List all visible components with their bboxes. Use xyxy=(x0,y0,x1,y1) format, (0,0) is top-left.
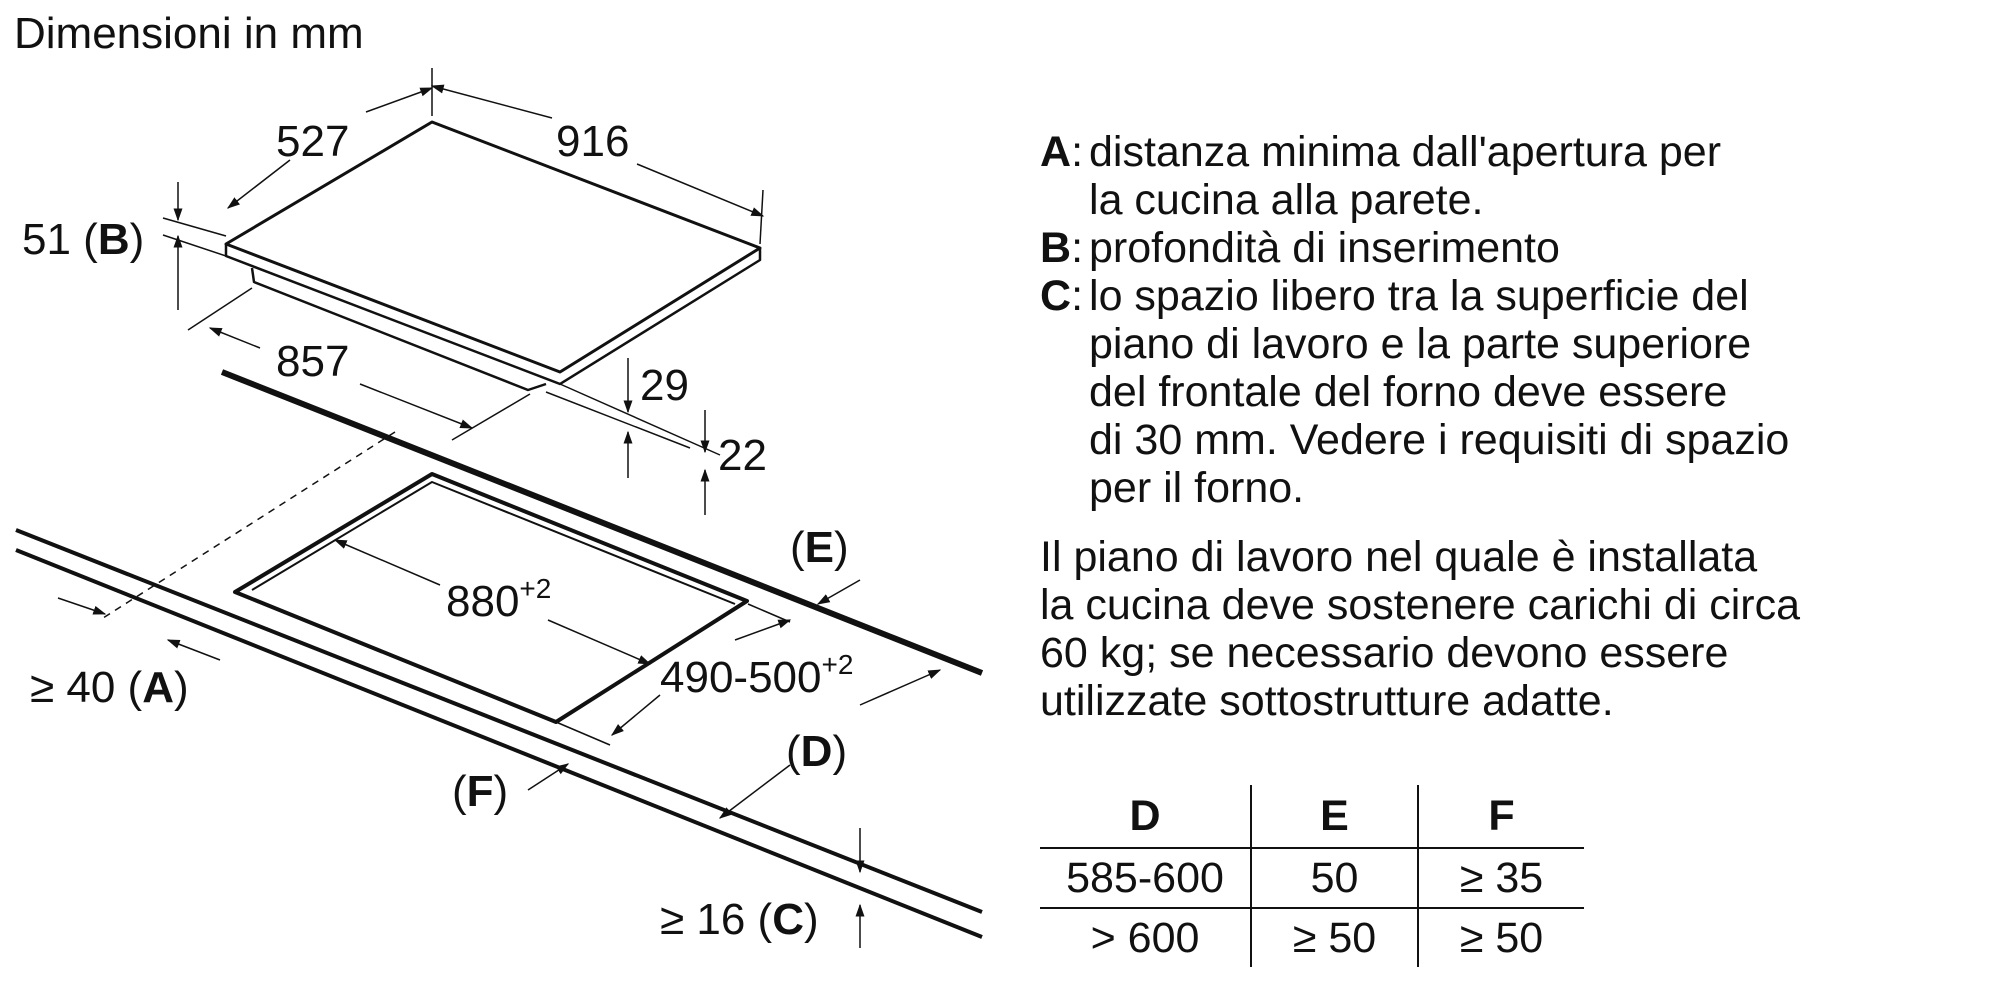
dim-490-tolerance: +2 xyxy=(821,649,853,680)
table-cell: 585-600 xyxy=(1040,848,1252,909)
dim-51-key: B xyxy=(98,215,130,264)
legend-text: per il forno. xyxy=(1089,464,1305,512)
legend-item-b: B: profondità di inserimento xyxy=(1040,224,1560,272)
dim-16-label: ≥ 16 (C) xyxy=(660,895,819,944)
dim-e-key: E xyxy=(805,523,834,572)
clearance-table: D E F 585-600 50 ≥ 35 > 600 ≥ 50 ≥ 50 xyxy=(1040,785,1584,967)
dim-d-label: (D) xyxy=(786,727,847,776)
legend-text: profondità di inserimento xyxy=(1089,224,1560,272)
dim-51-value: 51 xyxy=(22,215,71,264)
ext-line xyxy=(545,391,691,449)
dim-40-key: A xyxy=(142,663,174,712)
dim-490-arrow xyxy=(734,619,792,641)
table-cell: ≥ 50 xyxy=(1251,908,1419,967)
dim-857-arrow xyxy=(359,383,474,429)
dim-880-tolerance: +2 xyxy=(519,573,551,604)
dim-490-label: 490-500+2 xyxy=(660,649,853,702)
table-header: D xyxy=(1040,785,1252,849)
legend-text: piano di lavoro e la parte superiore xyxy=(1089,320,1752,368)
dim-f-arrow xyxy=(527,763,570,791)
cutout-inner-shadow xyxy=(251,481,736,605)
ext-line xyxy=(187,287,253,331)
legend-text: la cucina alla parete. xyxy=(1089,176,1484,224)
dim-916-arrow xyxy=(430,84,553,119)
table-cell: 50 xyxy=(1251,848,1419,909)
table-cell: ≥ 35 xyxy=(1418,848,1584,909)
note-line: Il piano di lavoro nel quale è installat… xyxy=(1040,533,1758,581)
dim-490-arrow xyxy=(611,694,661,736)
load-note: Il piano di lavoro nel quale è installat… xyxy=(1040,533,1980,725)
legend-key: B xyxy=(1040,224,1072,272)
dim-29-label: 29 xyxy=(640,361,689,410)
hob-body xyxy=(250,267,547,392)
dim-f-label: (F) xyxy=(452,767,508,816)
legend: A: distanza minima dall'apertura per la … xyxy=(1040,128,1980,512)
installation-diagram: Dimensioni in mm 527 916 51 (B) 857 29 2… xyxy=(14,9,984,948)
dim-40-label: ≥ 40 (A) xyxy=(30,663,189,712)
dim-880-label: 880+2 xyxy=(446,573,551,626)
dim-857-label: 857 xyxy=(276,337,349,386)
dim-51-label: 51 (B) xyxy=(22,215,144,264)
note-line: utilizzate sottostrutture adatte. xyxy=(1040,677,1614,725)
table-header-row: D E F xyxy=(1040,785,1584,849)
legend-key: A xyxy=(1040,128,1072,176)
dim-527-label: 527 xyxy=(276,117,349,166)
cutout-outer xyxy=(233,472,749,724)
table-header: F xyxy=(1418,785,1584,849)
dim-527-arrow xyxy=(226,159,291,209)
worktop-front-edge-top xyxy=(15,528,983,914)
dim-880-arrow xyxy=(333,539,441,586)
dim-16-value: ≥ 16 xyxy=(660,895,745,944)
dim-916-label: 916 xyxy=(556,117,629,166)
dim-527-arrow xyxy=(365,87,434,113)
dim-880-value: 880 xyxy=(446,577,519,626)
dim-40-arrow xyxy=(166,639,221,661)
dim-916-arrow xyxy=(636,163,765,217)
worktop-back-edge xyxy=(220,369,984,676)
dim-f-key: F xyxy=(467,767,494,816)
legend-text: distanza minima dall'apertura per xyxy=(1089,128,1722,176)
dim-d-key: D xyxy=(801,727,833,776)
dim-880-arrow xyxy=(547,619,652,665)
table-cell: ≥ 50 xyxy=(1459,913,1544,962)
ext-line xyxy=(559,383,721,456)
ext-line xyxy=(162,217,227,237)
dim-e-label: (E) xyxy=(790,523,849,572)
ext-line xyxy=(451,393,531,441)
table-row: > 600 ≥ 50 ≥ 50 xyxy=(1040,908,1584,967)
ext-line xyxy=(759,189,764,245)
ext-line xyxy=(555,721,611,746)
ext-line xyxy=(747,603,791,623)
dim-490-value: 490-500 xyxy=(660,653,821,702)
projection-dashed xyxy=(99,431,396,621)
dim-e-arrow xyxy=(816,579,861,605)
table-cell: > 600 xyxy=(1040,908,1252,967)
note-line: la cucina deve sostenere carichi di circ… xyxy=(1040,581,1801,629)
dim-16-key: C xyxy=(772,895,804,944)
table-row: 585-600 50 ≥ 35 xyxy=(1040,848,1584,909)
dim-d-arrow xyxy=(859,669,942,706)
legend-item-c: C: lo spazio libero tra la superficie de… xyxy=(1040,272,1790,512)
legend-text: del frontale del forno deve essere xyxy=(1089,368,1728,416)
legend-key: C xyxy=(1040,272,1072,320)
dim-d-arrow xyxy=(718,764,791,819)
dim-22-label: 22 xyxy=(718,431,767,480)
legend-text: di 30 mm. Vedere i requisiti di spazio xyxy=(1089,416,1790,464)
diagram-title: Dimensioni in mm xyxy=(14,9,364,58)
legend-text: lo spazio libero tra la superficie del xyxy=(1089,272,1749,320)
table-header: E xyxy=(1251,785,1419,849)
worktop-front-edge-bottom xyxy=(15,548,983,939)
dim-40-arrow xyxy=(57,597,107,615)
ext-line xyxy=(162,234,227,257)
note-line: 60 kg; se necessario devono essere xyxy=(1040,629,1729,677)
dim-857-arrow xyxy=(208,327,261,349)
legend-item-a: A: distanza minima dall'apertura per la … xyxy=(1040,128,1722,224)
dim-40-value: ≥ 40 xyxy=(30,663,115,712)
